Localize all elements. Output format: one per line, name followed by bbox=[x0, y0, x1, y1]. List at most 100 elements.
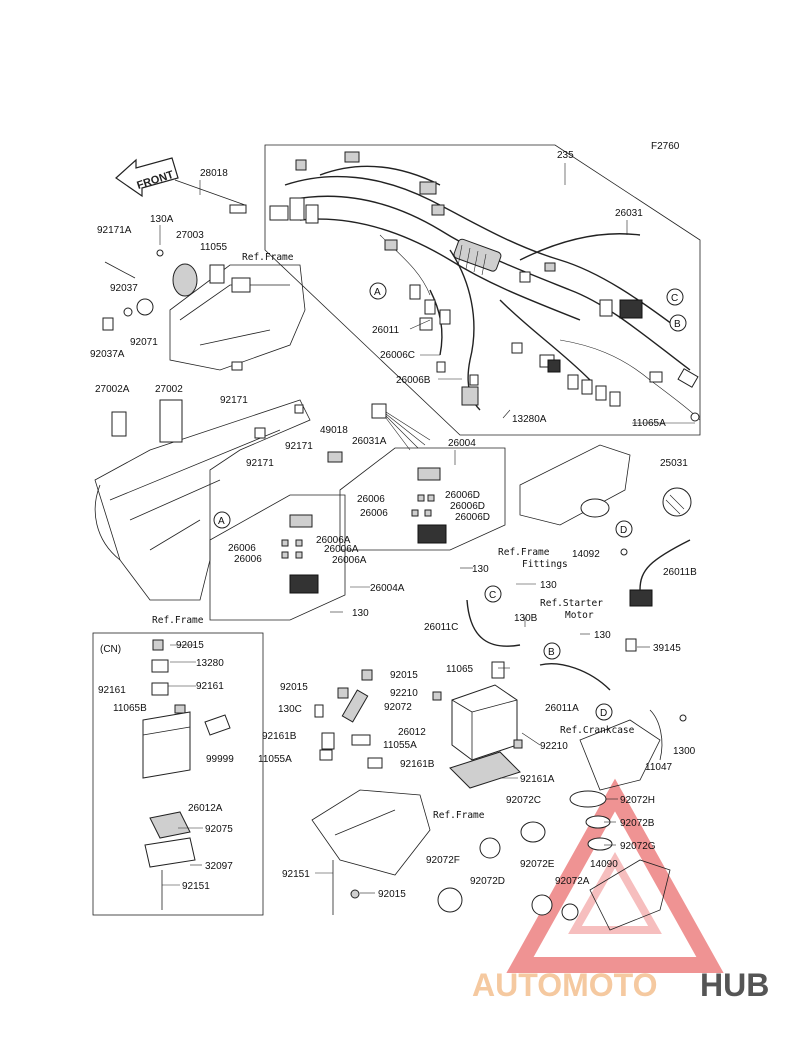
part-label: 92072A bbox=[555, 876, 590, 887]
part-label: 27002A bbox=[95, 384, 130, 395]
part-label: 92151 bbox=[182, 881, 210, 892]
cable-26011a bbox=[539, 663, 611, 691]
figure-code: F2760 bbox=[651, 141, 680, 152]
ref-crankcase: Ref.Crankcase bbox=[560, 725, 635, 736]
part-label: 92171 bbox=[246, 458, 274, 469]
connector-icon bbox=[269, 205, 289, 221]
part-label: 130 bbox=[352, 608, 369, 619]
part-label: 27002 bbox=[155, 384, 183, 395]
part-39145-icon bbox=[625, 638, 637, 652]
part-label: 26004 bbox=[448, 438, 476, 449]
starter-cable-26011b bbox=[620, 539, 691, 607]
main-wiring-harness bbox=[269, 151, 701, 422]
watermark-logo bbox=[506, 778, 724, 973]
part-label: 26006 bbox=[228, 543, 256, 554]
part-label: 25031 bbox=[660, 458, 688, 469]
part-label: 26011A bbox=[545, 703, 579, 714]
part-label: 32097 bbox=[205, 861, 233, 872]
part-label: 92161A bbox=[520, 774, 555, 785]
part-label: 92015 bbox=[176, 640, 204, 651]
part-label: 92171 bbox=[220, 395, 248, 406]
part-49018-icon bbox=[327, 451, 343, 463]
part-label: 92072B bbox=[620, 818, 655, 829]
part-label: 11055A bbox=[383, 740, 417, 751]
part-label: 14092 bbox=[572, 549, 600, 560]
crankcase-parts bbox=[579, 709, 687, 791]
part-label: 1300 bbox=[673, 746, 696, 757]
callout-label: C bbox=[671, 293, 678, 304]
fuse-box-26004-icon bbox=[411, 467, 447, 544]
harness-coil bbox=[453, 238, 502, 276]
part-label: 92171 bbox=[285, 441, 313, 452]
ref-frame-2: Ref.Frame bbox=[152, 615, 204, 626]
part-label: 130 bbox=[472, 564, 489, 575]
battery-tray-92161a bbox=[311, 789, 431, 876]
watermark-text-b: HUB bbox=[700, 967, 769, 1003]
part-26031a-icon bbox=[371, 403, 431, 451]
main-frame-section bbox=[94, 361, 311, 601]
cn-label: (CN) bbox=[100, 644, 121, 655]
part-label: 130A bbox=[150, 214, 174, 225]
ref-starter-line1: Ref.Starter bbox=[540, 598, 603, 609]
cable-26011c bbox=[466, 599, 521, 647]
part-label: 92072D bbox=[470, 876, 505, 887]
part-label: 26012 bbox=[398, 727, 426, 738]
part-label: 92210 bbox=[390, 688, 418, 699]
frame-fittings bbox=[519, 444, 631, 526]
leader-lines bbox=[159, 163, 695, 894]
ref-frame-fittings-line1: Ref.Frame bbox=[498, 547, 550, 558]
part-label: 26011C bbox=[424, 622, 458, 633]
callout-d-right: D bbox=[615, 520, 633, 538]
part-label: 13280A bbox=[512, 414, 547, 425]
callout-b-upper: B bbox=[669, 314, 687, 332]
part-label: 11065 bbox=[446, 664, 474, 675]
callout-label: A bbox=[374, 287, 381, 298]
ref-frame-fittings-line2: Fittings bbox=[522, 559, 568, 570]
part-label: 26006A bbox=[324, 544, 359, 555]
part-label: 92037A bbox=[90, 349, 125, 360]
part-label: 92151 bbox=[282, 869, 310, 880]
part-label: 49018 bbox=[320, 425, 348, 436]
ref-starter-line2: Motor bbox=[565, 610, 594, 621]
part-label: 130 bbox=[540, 580, 557, 591]
callout-label: C bbox=[489, 590, 496, 601]
part-label: 28018 bbox=[200, 168, 228, 179]
callout-label: D bbox=[620, 525, 627, 536]
part-label: 26011 bbox=[372, 325, 400, 336]
fuse-box-group-26004a bbox=[209, 494, 346, 621]
part-label: 11055A bbox=[258, 754, 292, 765]
part-label: 26031A bbox=[352, 436, 387, 447]
part-label: 130C bbox=[278, 704, 302, 715]
part-label: 92015 bbox=[378, 889, 406, 900]
front-frame-section bbox=[102, 179, 306, 371]
callout-c-upper: C bbox=[666, 288, 684, 306]
part-label: 130B bbox=[514, 613, 538, 624]
part-label: 39145 bbox=[653, 643, 681, 654]
part-label: 26006A bbox=[316, 535, 351, 546]
part-label: 26006 bbox=[234, 554, 262, 565]
part-label: 92037 bbox=[110, 283, 138, 294]
part-label: 92015 bbox=[390, 670, 418, 681]
part-label: 92161B bbox=[262, 731, 297, 742]
part-label: 26006D bbox=[455, 512, 490, 523]
part-label: 26006A bbox=[332, 555, 367, 566]
part-label: 92161 bbox=[98, 685, 126, 696]
part-label: 13280 bbox=[196, 658, 224, 669]
battery-26012-icon bbox=[449, 684, 521, 789]
part-label: 14090 bbox=[590, 859, 618, 870]
callout-label: B bbox=[548, 647, 555, 658]
part-label: 26006D bbox=[445, 490, 480, 501]
fuse-box-26004a-icon bbox=[281, 514, 319, 594]
nut-92015-icon bbox=[337, 687, 349, 699]
part-label: 11055 bbox=[200, 242, 228, 253]
cover-25031-icon bbox=[662, 487, 692, 517]
part-label: 26006B bbox=[396, 375, 431, 386]
part-label: 26006D bbox=[450, 501, 485, 512]
part-label: 92161B bbox=[400, 759, 435, 770]
part-label: 11047 bbox=[645, 762, 673, 773]
ref-frame-1: Ref.Frame bbox=[242, 252, 294, 263]
front-arrow-icon: FRONT bbox=[115, 157, 179, 198]
part-label: 92072E bbox=[520, 859, 555, 870]
callout-label: B bbox=[674, 319, 681, 330]
